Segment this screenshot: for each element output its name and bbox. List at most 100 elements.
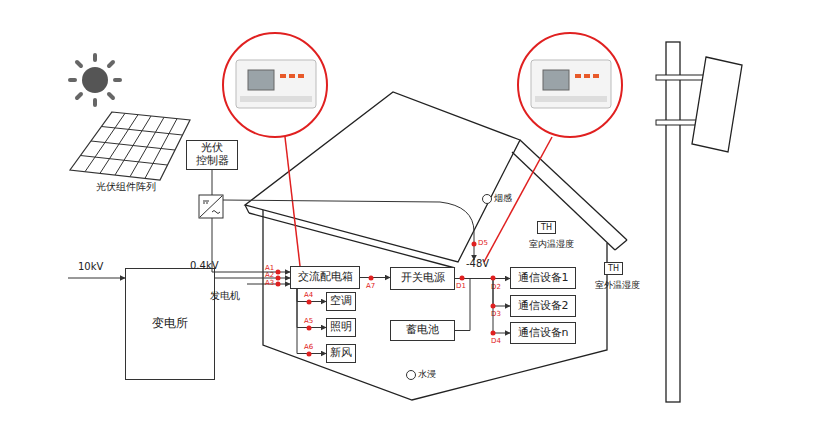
sun-ray [109,62,113,66]
battery-box: 蓄电池 [390,320,455,341]
meter-terminal [240,96,312,102]
measure-point [307,300,312,305]
roof-gable [615,240,627,250]
sun-ray [93,100,97,105]
sun [82,67,108,93]
panel-grid [102,127,183,136]
node-text: 新风 [330,347,352,360]
sun-ray [115,78,120,82]
measure-point [472,242,477,247]
callout-circle [518,33,622,137]
inverter-ac [212,211,220,214]
point-label: D5 [478,240,488,247]
voltage-label: 10kV [78,262,103,272]
wire-connector [455,279,510,334]
roof-edge [249,213,455,268]
sensor-label: 烟感 [494,194,512,203]
wire-connector [215,278,290,279]
point-label: A2 [265,272,274,279]
meter-screen [248,70,274,90]
roof-edge [245,205,249,213]
voltage-label: 0.4kV [190,261,219,271]
meter-button [280,74,286,78]
meter [236,60,316,108]
sun-ray [93,55,97,60]
measure-point [369,276,374,281]
inverter-slash [200,196,222,217]
meter-button [584,74,590,78]
meter [531,60,611,108]
wire-connector [297,289,326,302]
meter-button [289,74,295,78]
measure-point [276,276,281,281]
point-label: A3 [265,280,274,287]
node-caption: 室内温湿度 [529,239,574,249]
node-text: 变电所 [152,317,188,331]
node-text: 通信设备1 [518,272,569,285]
measure-point [276,270,281,275]
equipment-box: 通信设备1 [510,267,576,289]
leader-line [285,137,300,266]
node-text: TH [608,264,619,273]
roof-gable [520,140,627,240]
point-label: D1 [456,283,466,290]
meter-button [575,74,581,78]
point-label: D2 [491,284,501,291]
meter-screen [543,70,569,90]
sensor-box: TH室内温湿度 [537,221,556,234]
node-text: 通信设备n [518,327,569,340]
voltage-label: -48V [466,259,489,269]
point-label: A4 [304,292,313,299]
sensor-box: TH室外温湿度 [604,262,623,275]
wire-connector [297,289,326,328]
measure-point [307,326,312,331]
node-text: 照明 [330,321,352,334]
sun-ray [70,78,75,82]
node-text: 蓄电池 [406,324,439,337]
meter-terminal [535,96,607,102]
solar-panel [70,112,190,180]
node-text: TH [541,223,552,232]
sun-ray [77,94,81,98]
point-label: D3 [491,311,501,318]
node-text: 空调 [330,295,352,308]
measure-point [307,352,312,357]
point-label: D4 [491,338,501,345]
wire-connector [455,279,510,307]
load-box: 照明 [326,318,356,337]
smoke-sensor [483,195,492,204]
controller-box: 光伏 控制器 [186,140,238,170]
sun-ray [77,62,81,66]
sensor-label: 水浸 [418,370,436,379]
roof-gable [512,152,615,250]
rectifier-box: 开关电源 [390,267,455,290]
panel-grid [81,156,168,166]
sun-ray [109,94,113,98]
point-label: A5 [304,318,313,325]
wire-connector [212,170,290,272]
wire-connector [360,277,390,278]
inverter-dc [203,203,209,204]
panel-grid [91,141,175,150]
inverter [199,195,223,218]
substation-box: 变电所 [125,268,215,380]
measure-point [491,276,496,281]
callout-circle [223,33,327,137]
wire-connector [297,289,326,354]
water-sensor [407,371,416,380]
distribution-box: 交流配电箱 [290,266,360,289]
load-box: 新风 [326,344,356,363]
pv-dc-wire [222,200,474,260]
pole [666,42,680,402]
node-text: 光伏 控制器 [187,142,237,167]
antenna [692,57,742,152]
node-text: 开关电源 [401,272,445,285]
node-caption: 室外温湿度 [595,280,640,290]
part-label: 光伏组件阵列 [96,182,156,192]
node-text: 通信设备2 [518,300,569,313]
measure-point [460,276,465,281]
wire-connector [455,278,510,279]
measure-point [491,331,496,336]
input-wire [68,278,125,279]
